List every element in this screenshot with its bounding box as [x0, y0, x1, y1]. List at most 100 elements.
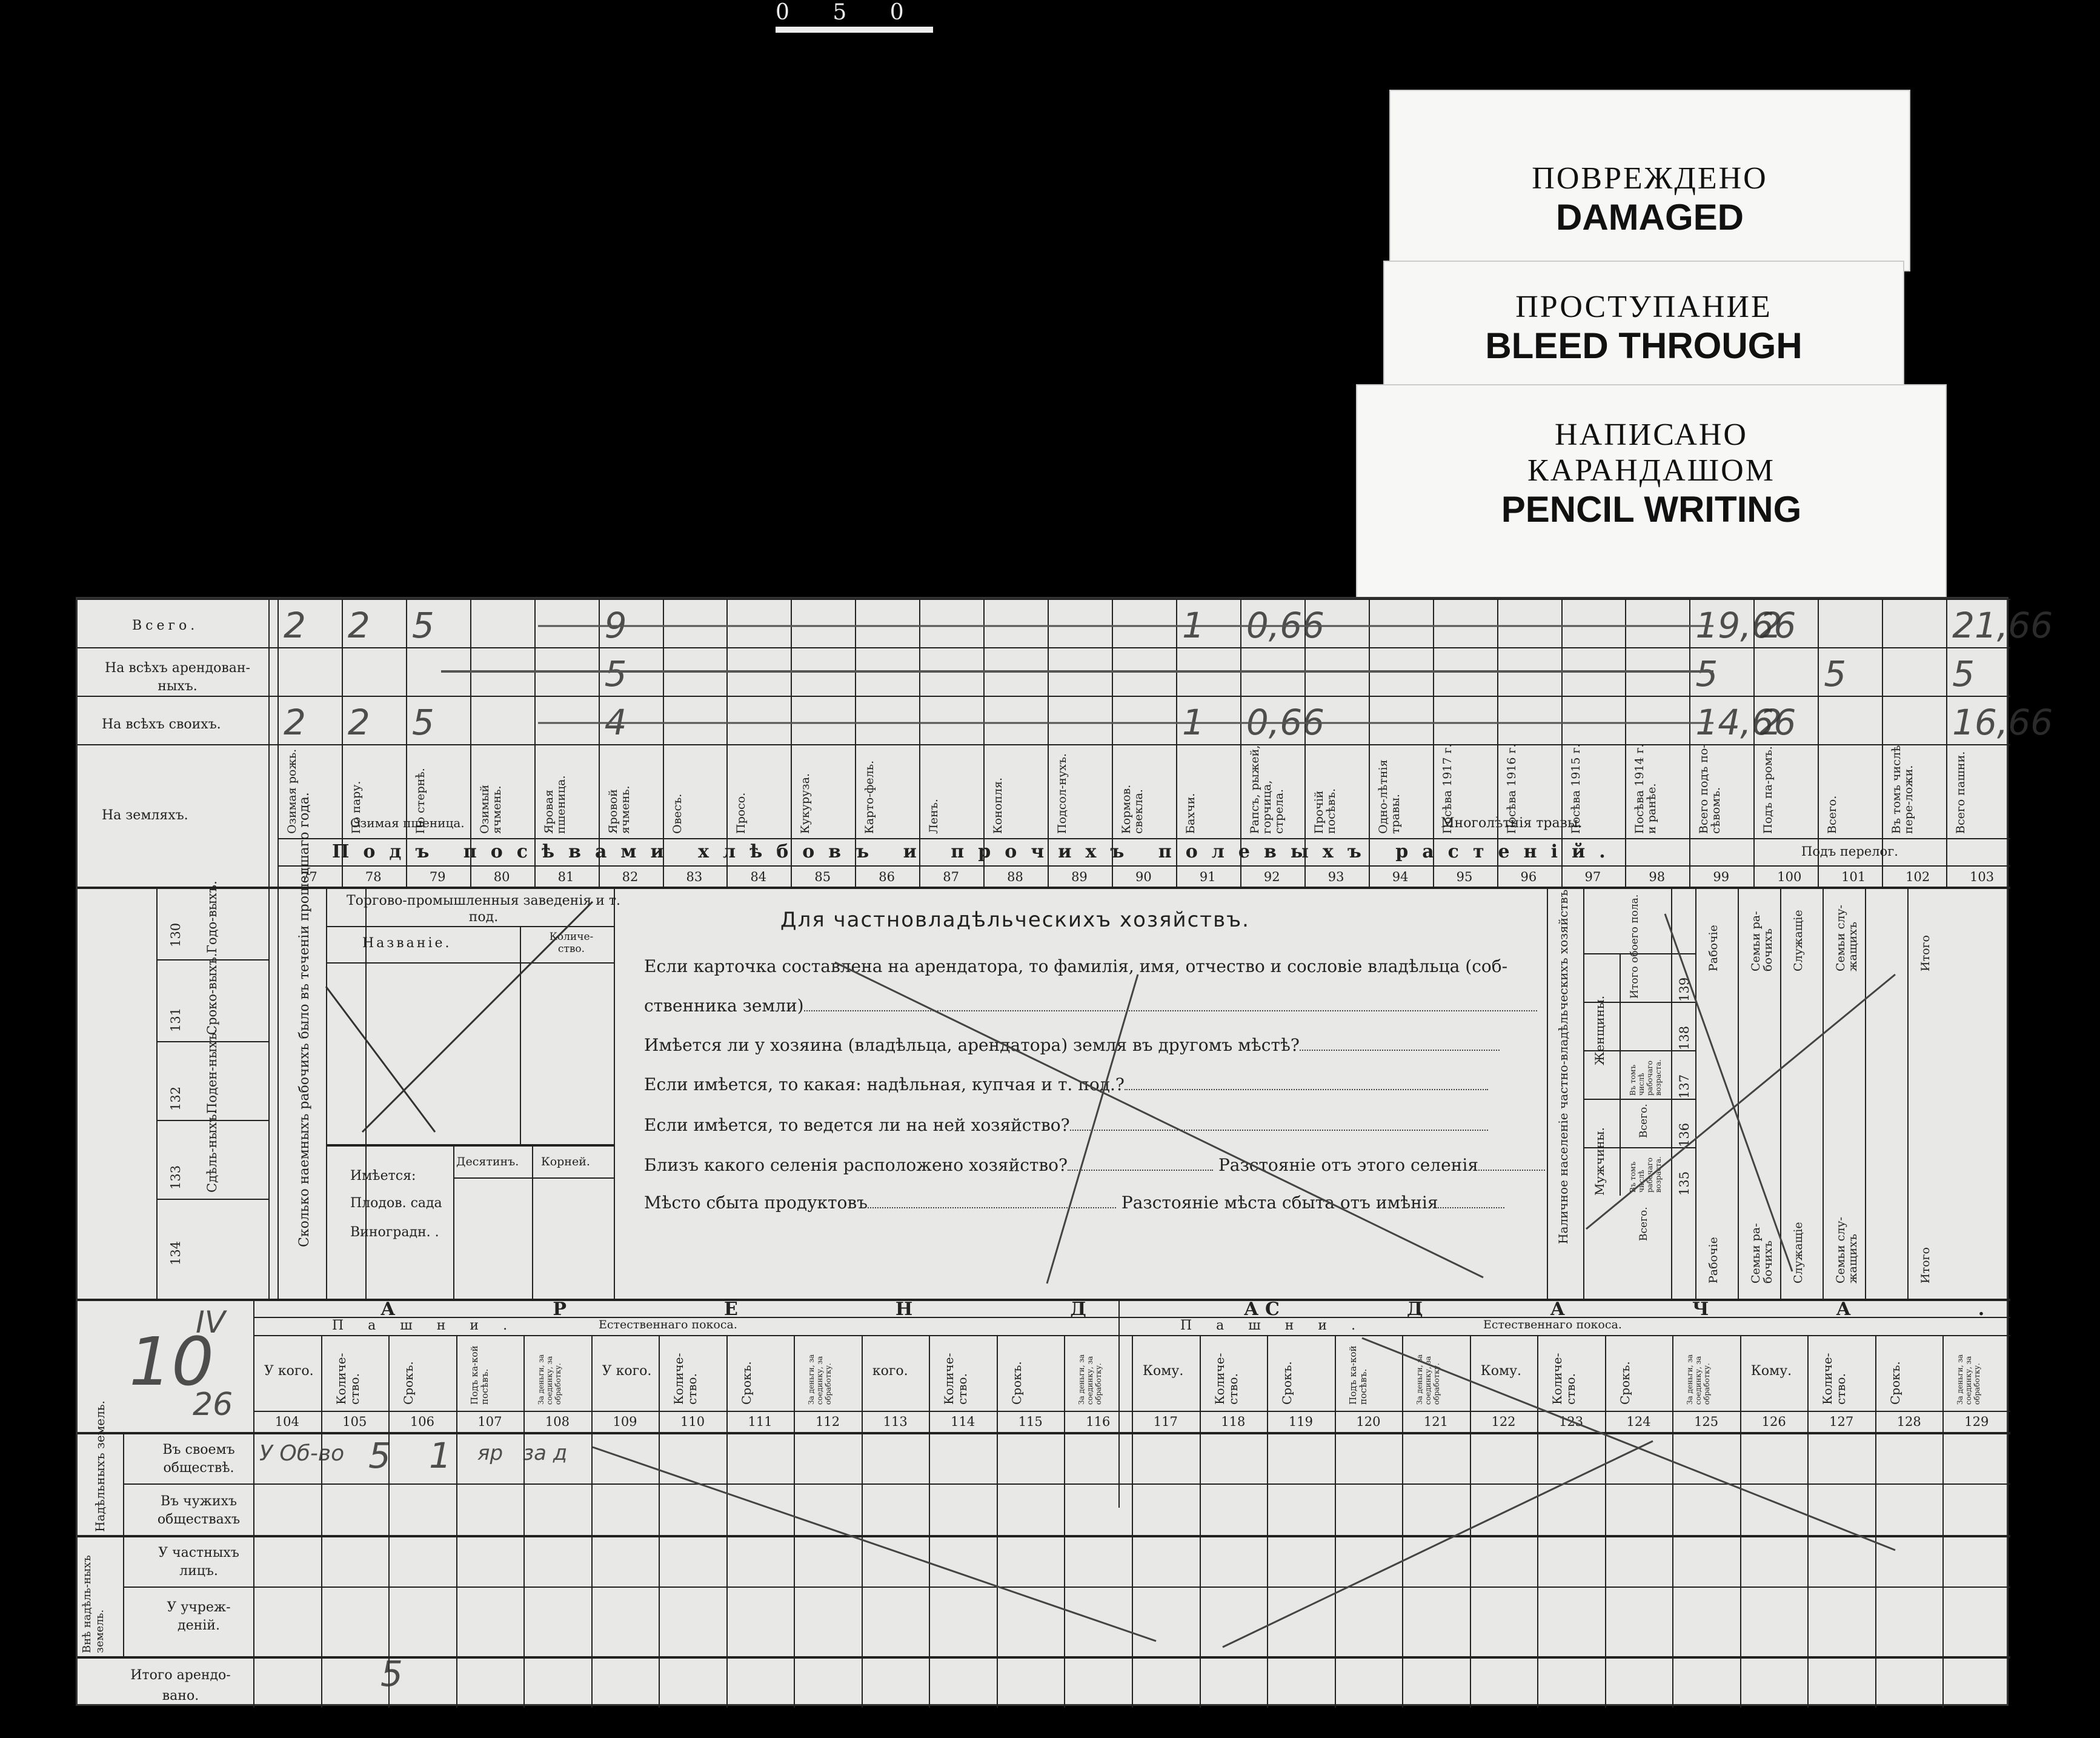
top-col-number-93: 93 — [1327, 870, 1344, 884]
top-col-line — [1112, 599, 1114, 887]
film-frame-mark: 0 5 0 — [776, 0, 933, 33]
top-col-line — [1625, 599, 1627, 887]
top-col-line — [534, 599, 536, 887]
top-col-number-84: 84 — [750, 870, 767, 884]
top-col-line — [791, 599, 792, 887]
answer-2-line[interactable] — [1299, 1050, 1500, 1051]
hw-row1-kolichestvo: 5 — [368, 1435, 391, 1476]
band-pod-posevami: Подъ посѣвами хлѣбовъ и прочихъ полевыхъ… — [332, 841, 1620, 862]
notice-bleed-through: ПРОСТУПАНИЕ BLEED THROUGH — [1383, 261, 1904, 400]
top-col-line — [919, 599, 921, 887]
question-2: Имѣется ли у хозяина (владѣльца, арендат… — [644, 1035, 1500, 1055]
hw-row1-posev: яр — [477, 1441, 503, 1465]
answer-6a-line[interactable] — [867, 1207, 1116, 1208]
crossout-pop-1 — [1664, 913, 1793, 1272]
plodov-sada-label: Плодов. сада — [350, 1196, 442, 1211]
top-col-number-80: 80 — [493, 870, 510, 884]
crossout-sdacha-2 — [1361, 1337, 1896, 1551]
lease-col-number-125: 125 — [1694, 1414, 1719, 1429]
question-6: Мѣсто сбыта продуктовъ Разстояніе мѣста … — [644, 1193, 1505, 1213]
hw-hw_svoih-2: 5 — [411, 702, 434, 743]
crossout-sdacha-1 — [1222, 1440, 1653, 1648]
top-col-edge — [268, 599, 270, 887]
row-svoem-obshchestve: Въ своемъ обществѣ. — [162, 1442, 235, 1476]
row-chastnyh-lits: У частныхъ лицъ. — [158, 1545, 239, 1579]
top-col-line — [1175, 599, 1177, 887]
lease-col-line — [1199, 1335, 1201, 1708]
sdacha-heading: СДАЧА. — [1265, 1299, 2100, 1320]
top-col-number-92: 92 — [1263, 870, 1280, 884]
group-mnogoletnie-travy: Многолѣтнія травы. — [1441, 816, 1583, 831]
answer-5b-line[interactable] — [1478, 1170, 1545, 1171]
lease-col-line — [929, 1335, 931, 1708]
answer-4-line[interactable] — [1069, 1130, 1488, 1131]
row-itogo-arendovano: Итого арендо-вано. — [130, 1668, 231, 1703]
lease-col-line — [523, 1335, 525, 1708]
top-col-number-91: 91 — [1199, 870, 1216, 884]
answer-3-line[interactable] — [1124, 1089, 1488, 1090]
top-col-line — [1561, 599, 1563, 887]
lease-col-number-122: 122 — [1491, 1414, 1516, 1429]
answer-1-line[interactable] — [803, 1010, 1537, 1011]
hw-hw_vsego-2: 5 — [411, 605, 434, 646]
top-col-number-100: 100 — [1777, 870, 1802, 884]
top-col-number-97: 97 — [1584, 870, 1601, 884]
pencil-crossout-marks — [325, 625, 1896, 1648]
hw-hw_arend-2: 5 — [1824, 653, 1847, 694]
lease-col-line — [1267, 1335, 1269, 1708]
lease-col-header-117: Кому. — [1143, 1363, 1184, 1379]
top-col-number-78: 78 — [365, 870, 382, 884]
lease-col-number-110: 110 — [680, 1414, 705, 1429]
answer-6b-line[interactable] — [1438, 1207, 1505, 1208]
sdacha-pokos: Естественнаго покоса. — [1483, 1318, 1622, 1331]
lease-col-number-127: 127 — [1829, 1414, 1854, 1429]
hw-hw_svoih-7: 2 — [1759, 702, 1783, 743]
top-col-number-87: 87 — [943, 870, 959, 884]
notice-pencil-en: PENCIL WRITING — [1501, 489, 1802, 530]
lease-col-header-113: кого. — [872, 1363, 908, 1379]
arenda-pokos: Естественнаго покоса. — [599, 1318, 737, 1331]
top-col-number-81: 81 — [557, 870, 574, 884]
hw-hw_vsego-0: 2 — [284, 605, 306, 646]
lease-col-line — [1334, 1335, 1336, 1708]
lease-col-number-121: 121 — [1423, 1414, 1449, 1429]
lease-col-number-118: 118 — [1221, 1414, 1246, 1429]
lease-col-line — [388, 1335, 390, 1708]
row-label-arendovannyh: На всѣхъ арендован-ныхъ. — [105, 661, 250, 694]
question-5a-text: Близъ какого селенія расположено хозяйст… — [644, 1155, 1068, 1175]
notice-damaged-ru: ПОВРЕЖДЕНО — [1532, 161, 1768, 196]
arenda-pashni: Пашни. — [332, 1318, 532, 1333]
lease-col-number-109: 109 — [613, 1414, 637, 1429]
row-label-vsego: Всего. — [132, 618, 199, 633]
crossout-pop-2 — [1586, 973, 1896, 1230]
notice-pencil-ru1: НАПИСАНО — [1555, 418, 1748, 452]
question-3: Если имѣется, то какая: надѣльная, купча… — [644, 1074, 1488, 1094]
hw-hw_arend-3: 5 — [1952, 653, 1975, 694]
crossout-trade-2 — [361, 901, 594, 1133]
notice-pencil-writing: НАПИСАНО КАРАНДАШОМ PENCIL WRITING — [1356, 384, 1947, 608]
answer-5a-line[interactable] — [1068, 1170, 1214, 1171]
top-col-number-85: 85 — [814, 870, 831, 884]
top-col-line — [1689, 599, 1691, 887]
lease-col-number-126: 126 — [1761, 1414, 1786, 1429]
hw-row1-srok: 1 — [429, 1435, 451, 1476]
crossout-arenda — [592, 1446, 1157, 1642]
question-5: Близъ какого селенія расположено хозяйст… — [644, 1155, 1545, 1175]
hw-margin-number: 10 — [129, 1323, 214, 1400]
top-col-line — [598, 599, 600, 887]
hw-hw_svoih-8: 16,66 — [1952, 702, 2053, 743]
hw-hw_vsego-8: 21,66 — [1952, 605, 2053, 646]
crossout-private-1 — [834, 961, 1484, 1279]
korney-header: Корней. — [541, 1155, 590, 1168]
lease-col-line — [861, 1335, 863, 1708]
lease-col-number-105: 105 — [342, 1414, 367, 1429]
lease-col-number-104: 104 — [274, 1414, 299, 1429]
top-col-line — [662, 599, 664, 887]
lease-col-number-115: 115 — [1018, 1414, 1043, 1429]
census-card-sheet: Всего. На всѣхъ арендован-ныхъ. На всѣхъ… — [76, 597, 2053, 1708]
top-col-number-89: 89 — [1071, 870, 1088, 884]
lease-col-number-116: 116 — [1086, 1414, 1111, 1429]
top-col-line — [726, 599, 728, 887]
lease-col-header-104: У кого. — [264, 1363, 314, 1379]
hw-hw_vsego-1: 2 — [347, 605, 370, 646]
